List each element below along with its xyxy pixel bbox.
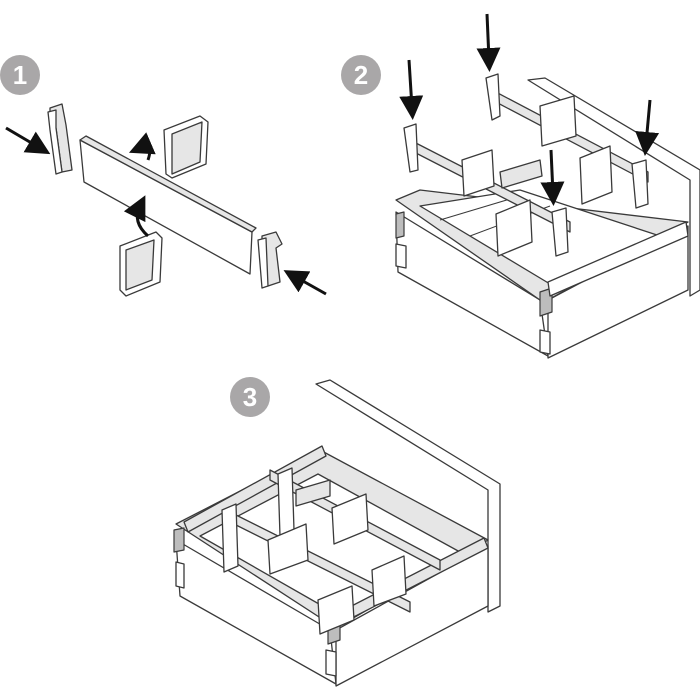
left-clip — [47, 103, 73, 175]
step-3: 3 — [173, 377, 501, 687]
cabinet-side-panel — [527, 77, 700, 297]
arrow-icon — [283, 270, 327, 296]
drawer — [395, 189, 689, 359]
arrow-icon — [399, 59, 424, 120]
step-badge-3: 3 — [230, 377, 270, 417]
arrow-icon — [540, 149, 565, 206]
rotate-arrow-icon — [123, 195, 150, 238]
cabinet-side-panel — [315, 379, 501, 613]
step-1: 1 — [0, 55, 327, 297]
dividers — [221, 467, 407, 635]
end-piece-top — [163, 115, 209, 179]
svg-text:3: 3 — [243, 382, 257, 412]
step-badge-2: 2 — [341, 55, 381, 95]
divider-board — [79, 135, 257, 275]
svg-text:1: 1 — [13, 60, 27, 90]
step-2: 2 — [341, 13, 700, 359]
arrow-icon — [635, 99, 660, 156]
dividers — [461, 95, 613, 257]
arrow-icon — [5, 126, 51, 155]
right-clip — [257, 231, 283, 289]
end-piece-bottom — [119, 231, 163, 297]
rotate-arrow-icon — [128, 132, 156, 161]
step-badge-1: 1 — [0, 55, 40, 95]
arrow-icon — [476, 13, 501, 72]
svg-text:2: 2 — [354, 60, 368, 90]
